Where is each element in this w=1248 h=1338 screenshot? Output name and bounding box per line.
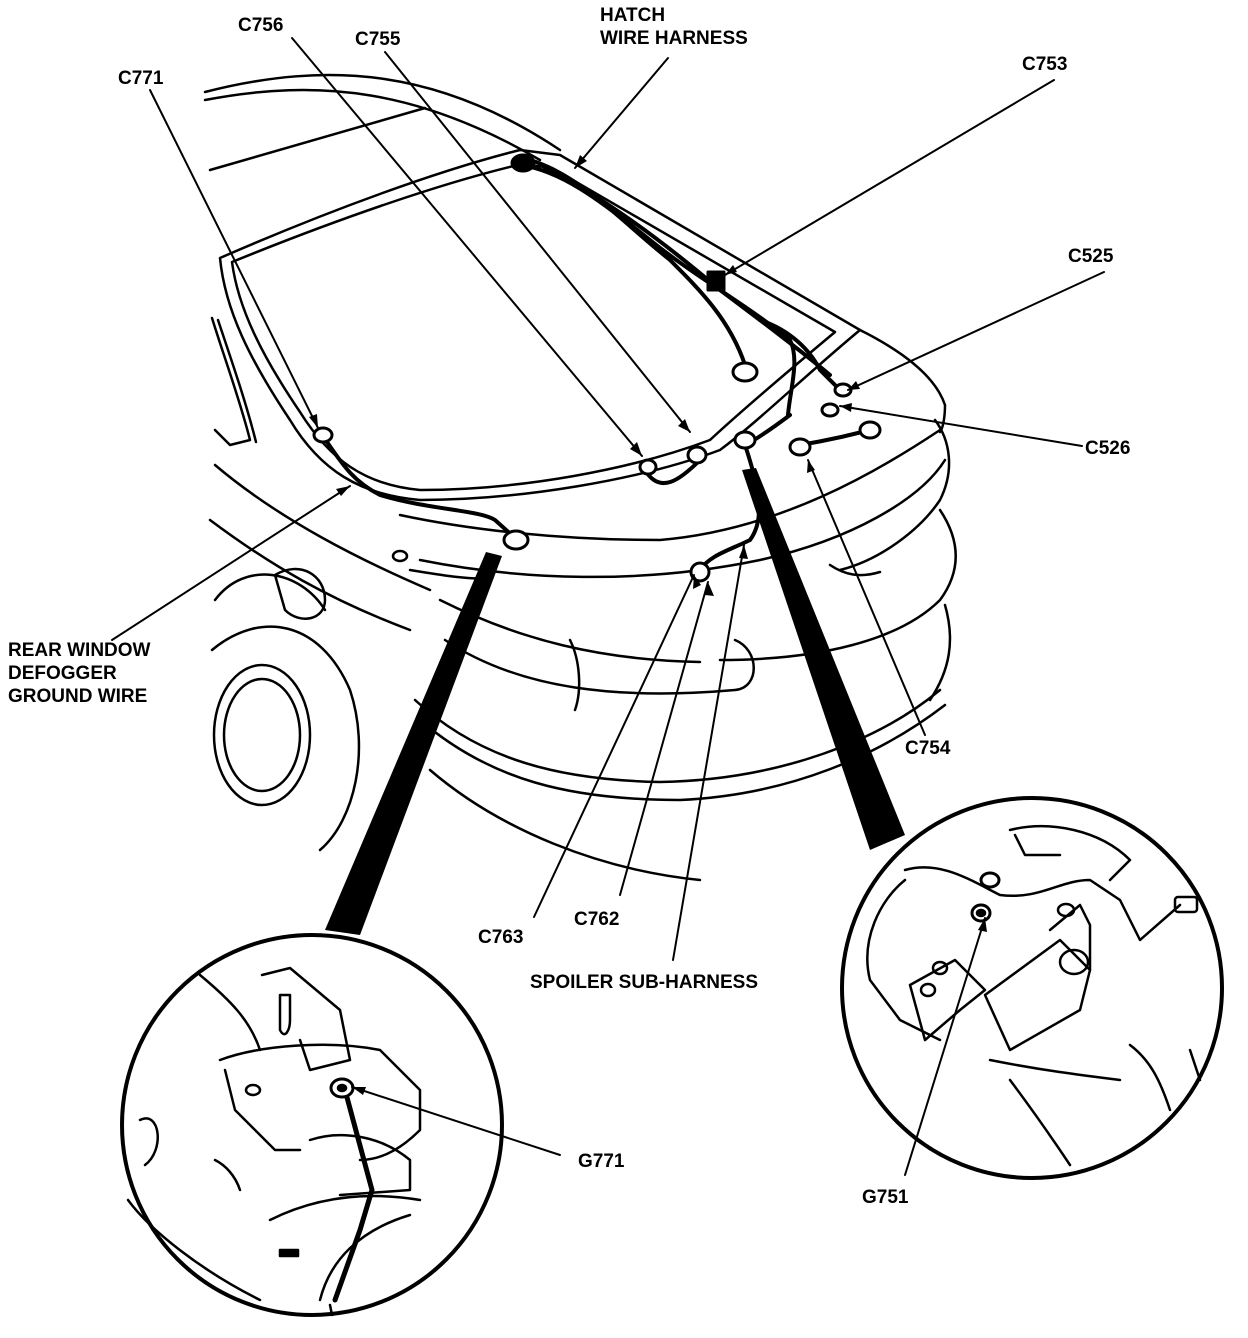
label-c771: C771 bbox=[118, 68, 164, 89]
label-c754: C754 bbox=[905, 738, 951, 759]
label-c526: C526 bbox=[1085, 438, 1130, 459]
leader-c755 bbox=[384, 51, 691, 433]
leader-c762 bbox=[619, 581, 709, 896]
label-rear-3: GROUND WIRE bbox=[8, 686, 147, 707]
leader-g751 bbox=[904, 917, 986, 1176]
leader-rear bbox=[111, 485, 351, 641]
detail-beams bbox=[325, 468, 905, 935]
label-g751: G751 bbox=[862, 1187, 909, 1208]
label-c763: C763 bbox=[478, 927, 523, 948]
label-c755: C755 bbox=[355, 29, 401, 50]
arrowheads bbox=[309, 155, 987, 1095]
label-rear-1: REAR WINDOW bbox=[8, 640, 151, 661]
connectors bbox=[312, 153, 882, 583]
defogger-ground-wire bbox=[318, 430, 517, 540]
leader-lines bbox=[111, 37, 1105, 1176]
leader-hatch bbox=[574, 57, 669, 169]
labels: C756 C755 HATCH WIRE HARNESS C771 C753 C… bbox=[8, 5, 1130, 1208]
label-hatch-2: WIRE HARNESS bbox=[600, 28, 748, 49]
leader-c763 bbox=[533, 574, 695, 918]
detail-circle-g771 bbox=[120, 933, 504, 1317]
label-c756: C756 bbox=[238, 15, 283, 36]
leader-c526 bbox=[839, 405, 1083, 447]
label-spoiler: SPOILER SUB-HARNESS bbox=[530, 972, 758, 993]
leader-spoiler bbox=[672, 544, 745, 961]
label-g771: G771 bbox=[578, 1151, 625, 1172]
car-body bbox=[203, 73, 957, 882]
label-rear-2: DEFOGGER bbox=[8, 663, 117, 684]
leader-c753 bbox=[724, 79, 1055, 276]
leader-c771 bbox=[149, 89, 319, 429]
label-hatch-1: HATCH bbox=[600, 5, 665, 26]
hatch-wire-harness bbox=[518, 158, 842, 447]
label-c762: C762 bbox=[574, 909, 619, 930]
leader-c754 bbox=[807, 459, 926, 736]
leader-c756 bbox=[291, 37, 643, 457]
label-c753: C753 bbox=[1022, 54, 1067, 75]
label-c525: C525 bbox=[1068, 246, 1114, 267]
leader-c525 bbox=[847, 271, 1105, 391]
leader-g771 bbox=[351, 1086, 561, 1156]
detail-circle-g751 bbox=[840, 796, 1224, 1180]
